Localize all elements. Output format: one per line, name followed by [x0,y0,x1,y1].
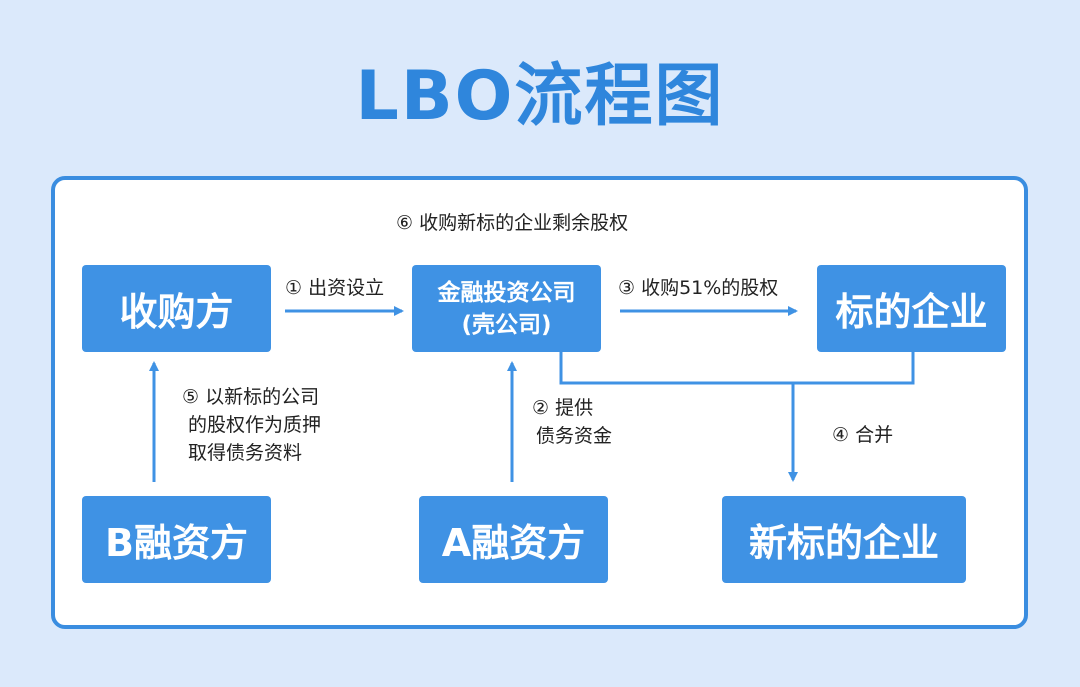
page-title: LBO流程图 [355,57,725,136]
label-step5-line2: 的股权作为质押 [188,414,322,436]
merge-bracket [559,352,915,385]
label-step4: ④ 合并 [832,424,894,446]
node-target: 标的企业 [817,265,1006,352]
label-step3: ③ 收购51%的股权 [618,277,779,299]
node-spv: 金融投资公司 (壳公司) [412,265,601,352]
node-spv-note: (壳公司) [461,311,552,338]
label-step5: ⑤ 以新标的公司 的股权作为质押 取得债务资料 [182,383,321,467]
node-spv-name: 金融投资公司 [437,279,576,306]
node-lender-a: A融资方 [419,496,608,583]
node-acquirer: 收购方 [82,265,271,352]
label-step1: ① 出资设立 [285,277,385,299]
label-step2-line2: 债务资金 [536,425,613,447]
label-step5-line1: ⑤ 以新标的公司 [182,386,320,408]
label-step6: ⑥ 收购新标的企业剩余股权 [396,212,629,234]
node-new-target: 新标的企业 [722,496,966,583]
label-step2-line1: ② 提供 [532,397,594,419]
label-step5-line3: 取得债务资料 [188,442,303,464]
label-step2: ② 提供 债务资金 [532,394,612,450]
node-lender-b: B融资方 [82,496,271,583]
